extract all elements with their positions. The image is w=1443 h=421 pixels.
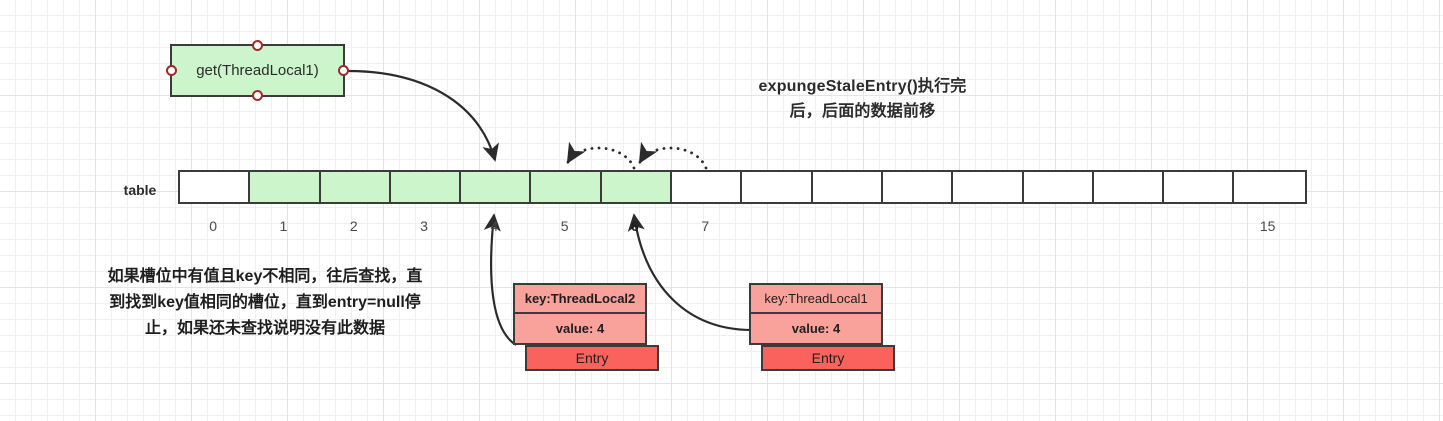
connector-shift-slot6-to-slot5 [566,141,636,170]
diagram-title-line2: 后，后面的数据前移 [789,103,936,120]
connector-shift-slot7-to-slot6 [638,141,708,170]
diagram-title: expungeStaleEntry()执行完 后，后面的数据前移 [690,74,1035,124]
table-cell-11[interactable] [953,172,1024,202]
table-index-0: 0 [209,218,218,234]
entry-value-label: value: 4 [791,321,841,336]
table-index-6: 6 [631,218,639,234]
node-port-bottom-icon[interactable] [251,90,263,101]
table-array [178,170,1307,204]
left-annotation-line2: 到找到key值相同的槽位，直到entry=null停 [109,294,421,311]
left-annotation-line1: 如果槽位中有值且key不相同，往后查找，直 [107,268,423,285]
table-index-9 [811,218,881,240]
table-index-row: 0 1 2 3 4 5 6 7 15 [178,218,1303,240]
table-cell-8[interactable] [742,172,813,202]
table-index-7: 7 [701,218,710,234]
left-annotation: 如果槽位中有值且key不相同，往后查找，直 到找到key值相同的槽位，直到ent… [40,264,490,342]
node-port-left-icon[interactable] [166,64,177,76]
table-index-15: 15 [1259,218,1276,234]
table-cell-10[interactable] [882,172,954,202]
table-cell-2[interactable] [320,172,391,202]
table-index-3: 3 [420,218,428,234]
table-index-14 [1162,218,1232,240]
table-cell-9[interactable] [812,172,883,202]
table-cell-15[interactable] [1234,172,1305,202]
table-index-5: 5 [560,218,569,234]
left-annotation-line3: 止，如果还未查找说明没有此数据 [144,320,385,337]
table-index-8 [740,218,810,240]
table-cell-13[interactable] [1093,172,1165,202]
table-cell-6[interactable] [601,172,673,202]
connector-entry2-to-slot4 [483,213,517,346]
node-port-right-icon[interactable] [338,64,349,76]
table-index-2: 2 [349,218,358,234]
table-cell-0[interactable] [180,172,251,202]
node-port-top-icon[interactable] [251,40,263,51]
entry-footer-label: Entry [525,345,659,371]
table-cell-3[interactable] [390,172,462,202]
table-label: table [123,182,157,198]
table-cell-5[interactable] [531,172,602,202]
get-node-label: get(ThreadLocal1) [196,62,319,79]
connector-entry1-to-slot6 [627,213,753,332]
table-cell-7[interactable] [672,172,743,202]
table-index-4: 4 [490,218,499,234]
table-index-13 [1092,218,1162,240]
table-cell-1[interactable] [250,172,321,202]
connector-get-to-slot4 [347,69,499,162]
diagram-title-line1: expungeStaleEntry()执行完 [758,78,967,95]
get-threadlocal-node[interactable]: get(ThreadLocal1) [166,40,349,101]
table-index-10 [881,218,951,240]
entry-kv-block: key:ThreadLocal1 value: 4 [749,283,883,345]
entry-footer-label: Entry [761,345,895,371]
table-cell-14[interactable] [1164,172,1235,202]
entry-key-label: key:ThreadLocal2 [515,285,645,314]
entry-value-label: value: 4 [555,321,605,336]
table-index-12 [1022,218,1092,240]
entry-kv-block: key:ThreadLocal2 value: 4 [513,283,647,345]
entry-key-label: key:ThreadLocal1 [751,285,881,314]
table-cell-12[interactable] [1023,172,1094,202]
table-index-1: 1 [279,218,288,234]
table-index-11 [951,218,1021,240]
table-cell-4[interactable] [461,172,532,202]
